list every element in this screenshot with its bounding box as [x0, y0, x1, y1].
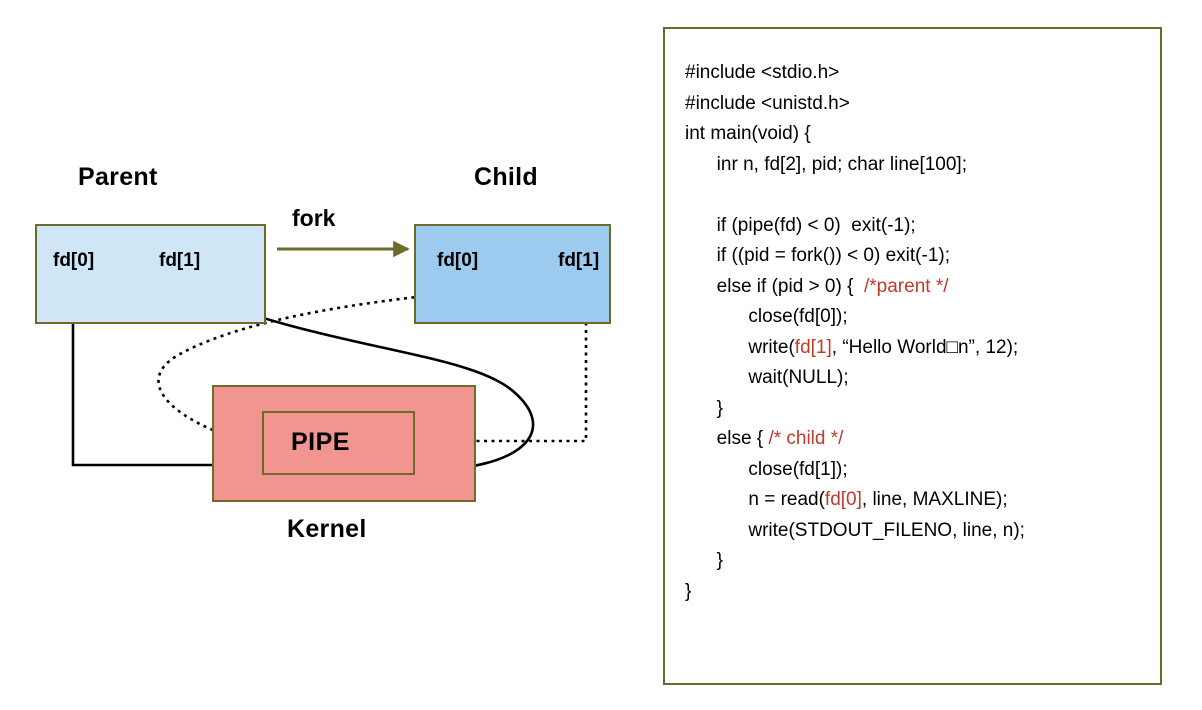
code-text: , “Hello World□n”, 12);	[831, 336, 1019, 358]
code-text: #include <stdio.h>	[685, 62, 840, 83]
code-line: n = read(fd[0], line, MAXLINE);	[685, 485, 1025, 516]
parent-fd1-to-pipe-arrow	[185, 289, 535, 478]
pipe-diagram: Parent fd[0] fd[1] fork Child fd[0] fd[1…	[35, 163, 611, 543]
code-line: }	[685, 394, 1025, 425]
code-highlight: fd[1]	[794, 336, 832, 358]
code-highlight: fd[0]	[824, 489, 862, 510]
code-line: }	[685, 577, 1025, 608]
code-line: if ((pid = fork()) < 0) exit(-1);	[685, 241, 1025, 272]
code-line: int main(void) {	[685, 119, 1025, 150]
child-label: Child	[474, 163, 538, 191]
code-text: write(	[685, 336, 795, 358]
code-line: #include <unistd.h>	[685, 89, 1025, 120]
child-fd0-label: fd[0]	[437, 250, 479, 271]
code-highlight: /* child */	[768, 428, 844, 449]
code-line: if (pipe(fd) < 0) exit(-1);	[685, 211, 1025, 242]
parent-box	[35, 224, 266, 324]
code-text: if (pipe(fd) < 0) exit(-1);	[685, 214, 916, 236]
code-line	[685, 180, 1025, 211]
code-text: else {	[685, 428, 769, 449]
code-text: }	[685, 580, 692, 602]
code-text: inr n, fd[2], pid; char line[100];	[685, 153, 967, 175]
code-line: wait(NULL);	[685, 363, 1025, 394]
code-text: close(fd[1]);	[685, 458, 848, 480]
pipe-to-parent-fd0-arrow	[65, 298, 262, 467]
pipe-box	[262, 411, 415, 475]
code-text: n = read(	[685, 489, 825, 510]
code-line: }	[685, 546, 1025, 577]
parent-label: Parent	[78, 163, 158, 191]
code-text: }	[685, 397, 724, 419]
parent-fd0-label: fd[0]	[53, 250, 95, 271]
code-listing: #include <stdio.h> #include <unistd.h> int…	[685, 58, 1025, 607]
code-line: write(STDOUT_FILENO, line, n);	[685, 516, 1025, 547]
code-text: else if (pid > 0) {	[685, 275, 864, 297]
pipe-label: PIPE	[291, 428, 350, 456]
child-box	[414, 224, 611, 324]
fork-label: fork	[292, 205, 336, 231]
code-text: int main(void) {	[685, 123, 811, 144]
code-text: , line, MAXLINE);	[861, 489, 1008, 510]
code-line: close(fd[0]);	[685, 302, 1025, 333]
child-fd1-label: fd[1]	[558, 250, 600, 271]
code-text: close(fd[0]);	[685, 306, 848, 327]
code-text: }	[685, 550, 724, 571]
code-highlight: /*parent */	[864, 275, 949, 297]
code-line: close(fd[1]);	[685, 455, 1025, 486]
parent-fd1-label: fd[1]	[159, 250, 201, 271]
code-text: #include <unistd.h>	[685, 92, 850, 114]
code-panel: #include <stdio.h> #include <unistd.h> int…	[663, 27, 1162, 685]
diagram-arrows	[65, 240, 588, 478]
code-line: inr n, fd[2], pid; char line[100];	[685, 150, 1025, 181]
code-line: else { /* child */	[685, 424, 1025, 455]
code-line: #include <stdio.h>	[685, 58, 1025, 89]
code-line: else if (pid > 0) { /*parent */	[685, 272, 1025, 303]
code-text: wait(NULL);	[685, 367, 849, 388]
code-text: if ((pid = fork()) < 0) exit(-1);	[685, 245, 950, 266]
kernel-label: Kernel	[287, 515, 367, 543]
code-line: write(fd[1], “Hello World□n”, 12);	[685, 333, 1025, 364]
code-text: write(STDOUT_FILENO, line, n);	[685, 519, 1025, 541]
